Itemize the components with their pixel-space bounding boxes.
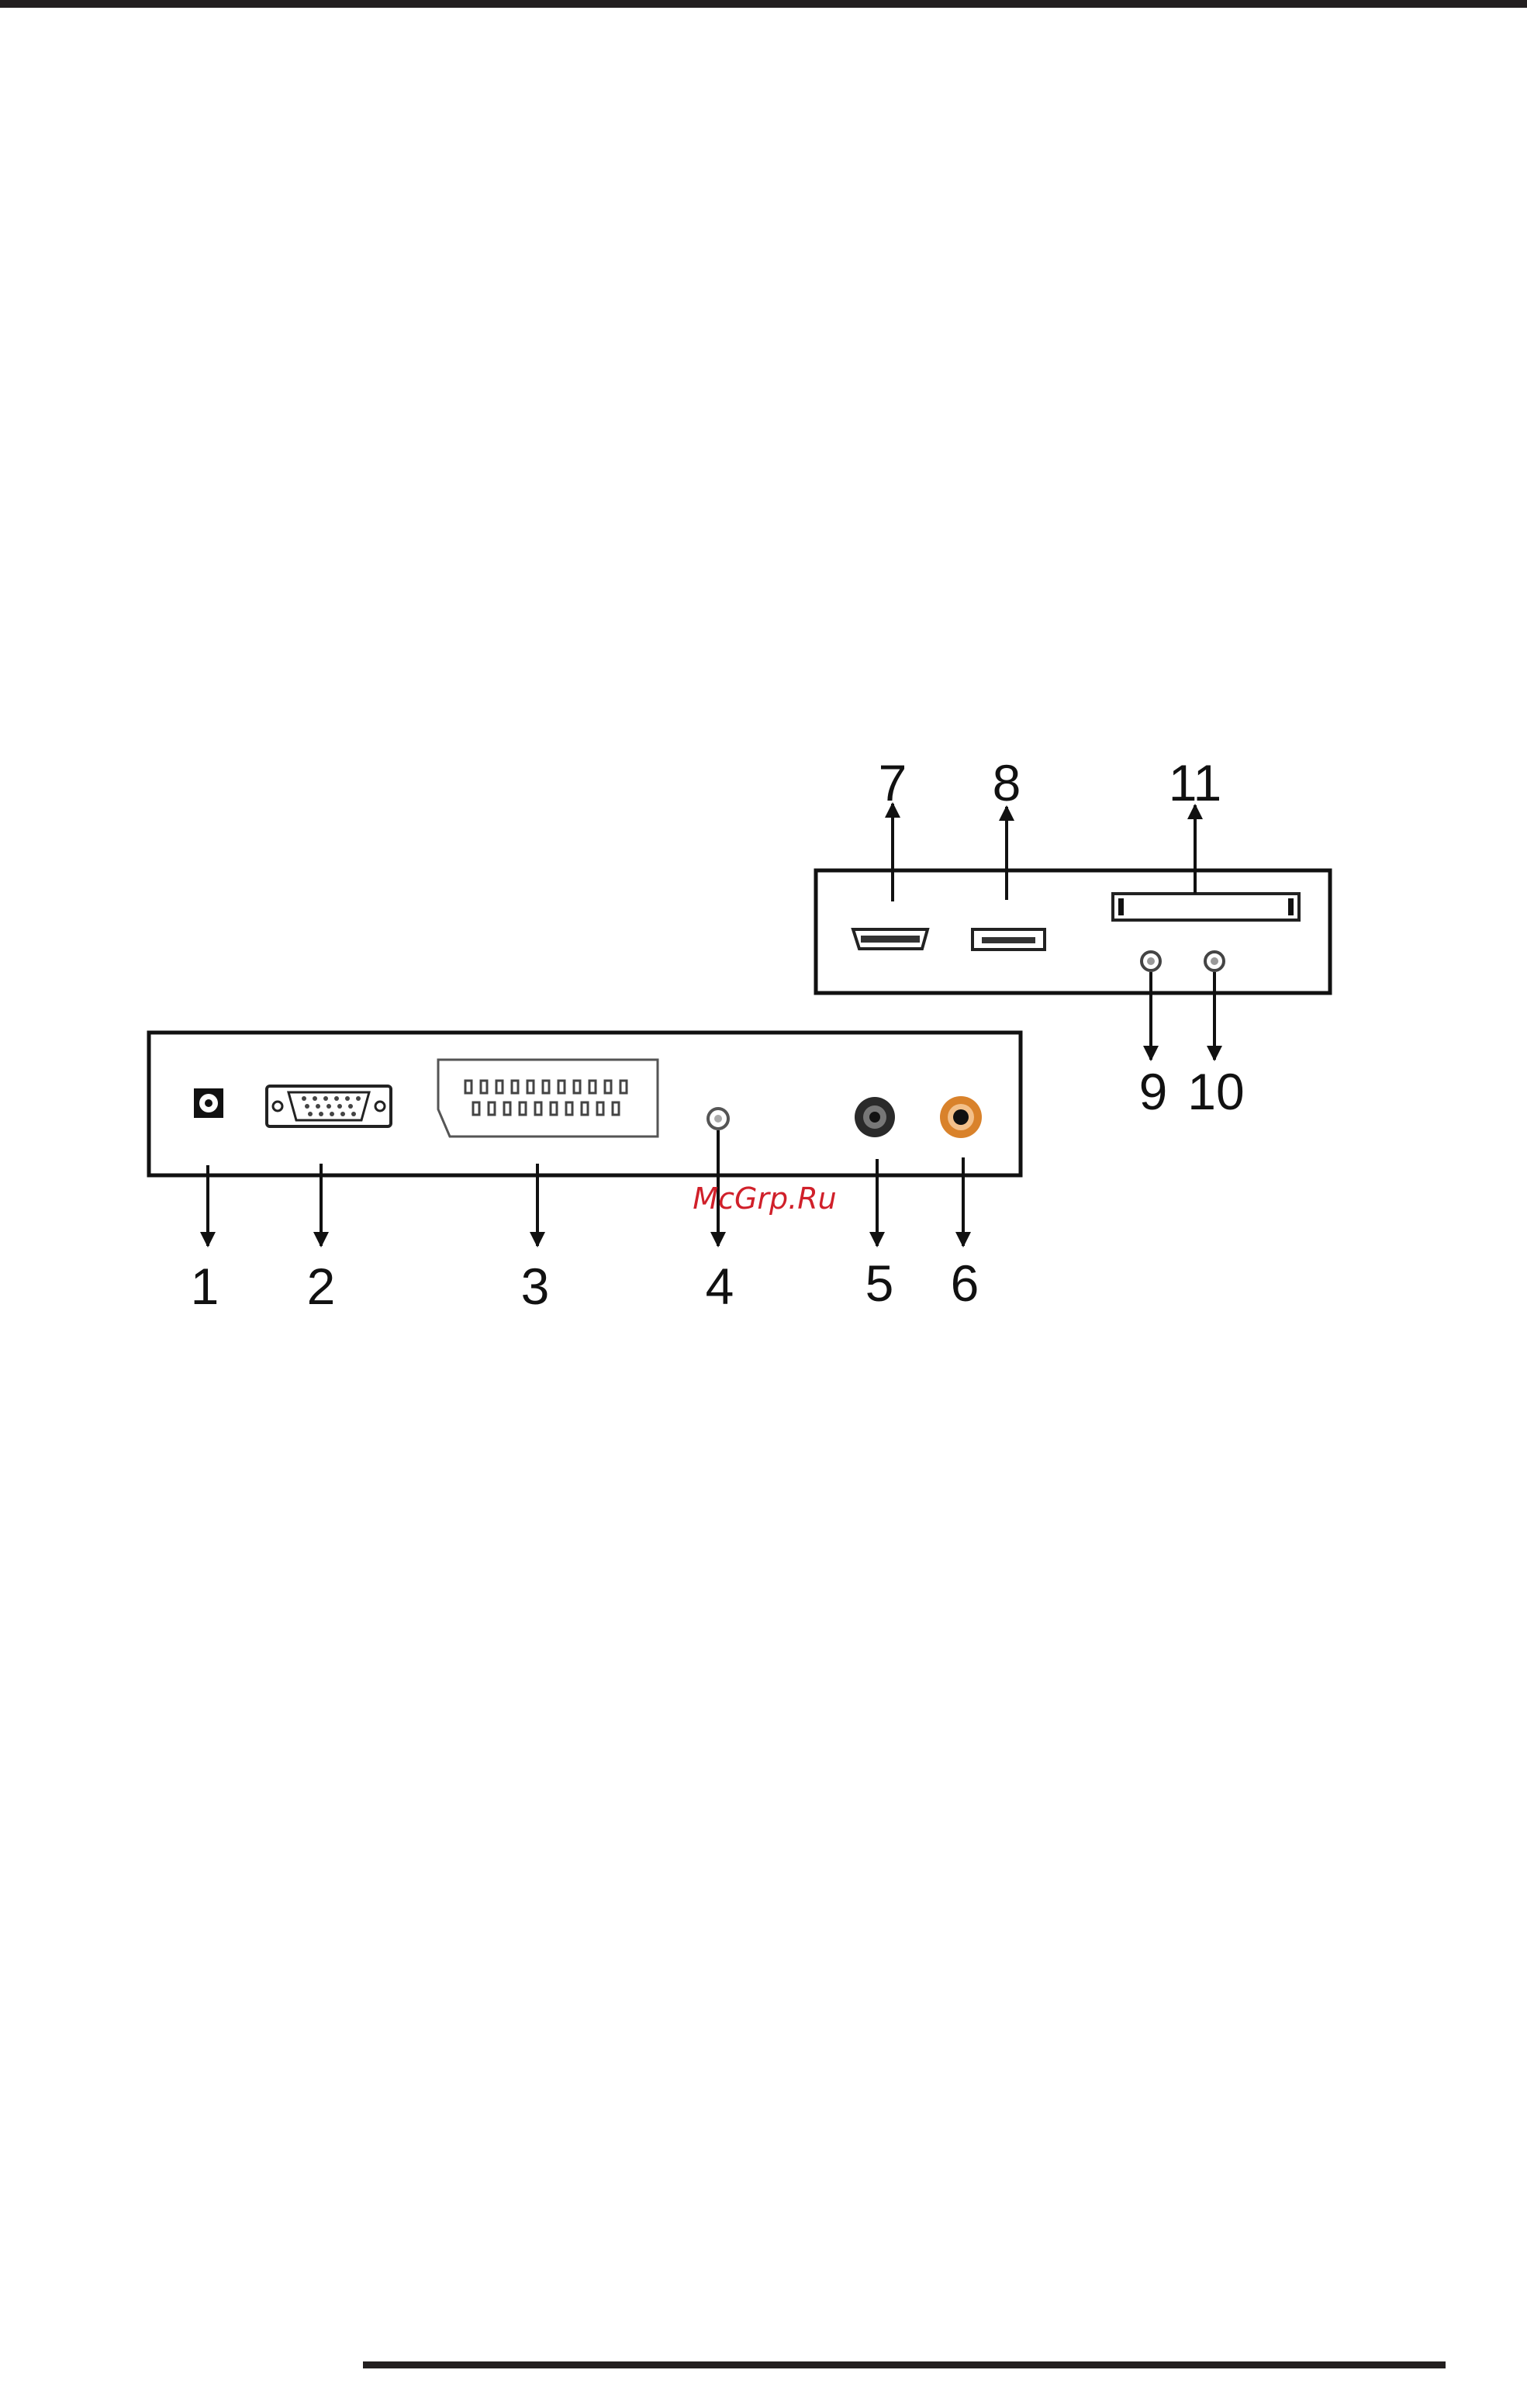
callout-1: 1	[191, 1258, 219, 1315]
usb-port-icon	[973, 929, 1045, 950]
scart-port-icon	[438, 1060, 658, 1137]
small-jack-icon	[1205, 952, 1224, 970]
audio-minijack-icon	[708, 1109, 728, 1129]
callout-9: 9	[1139, 1063, 1168, 1120]
headphone-jack-icon	[855, 1097, 895, 1137]
small-jack-icon	[1142, 952, 1160, 970]
antenna-input-icon	[194, 1088, 223, 1118]
coaxial-rca-icon	[940, 1096, 982, 1138]
callout-5: 5	[865, 1254, 894, 1312]
callout-4: 4	[706, 1258, 734, 1315]
watermark-text: McGrp.Ru	[693, 1182, 836, 1216]
callout-8: 8	[993, 754, 1021, 811]
vga-port-icon	[267, 1086, 391, 1126]
callout-6: 6	[951, 1254, 979, 1312]
callout-11: 11	[1169, 754, 1222, 811]
callout-10: 10	[1187, 1063, 1244, 1120]
ci-slot-icon	[1113, 894, 1299, 920]
callout-7: 7	[879, 754, 907, 811]
callout-3: 3	[521, 1258, 550, 1315]
callout-2: 2	[307, 1258, 336, 1315]
hdmi-port-icon	[853, 929, 928, 949]
bottom-rule	[363, 2361, 1446, 2368]
